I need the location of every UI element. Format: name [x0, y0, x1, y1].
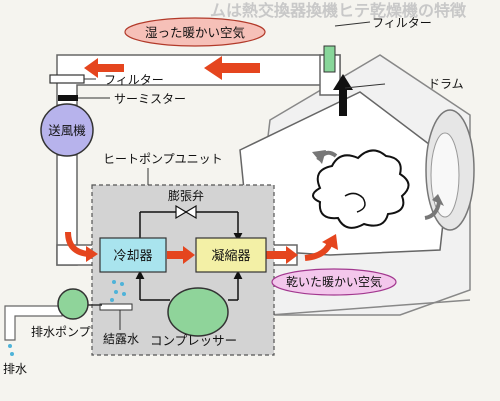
- blower-label: 送風機: [48, 123, 86, 138]
- condensed-water-label: 結露水: [103, 332, 139, 346]
- rotation-arrow-left-head: [312, 150, 326, 164]
- thermistor: [58, 95, 78, 101]
- laundry-icon: [312, 149, 410, 229]
- filter-top: [323, 45, 336, 73]
- compressor: [167, 287, 229, 337]
- expansion-valve-label: 膨張弁: [168, 188, 204, 203]
- drum-leader: [344, 83, 386, 89]
- background-title: ムは熱交換器換機ヒテ乾燥機の特徴: [210, 1, 467, 20]
- expansion-valve-icon: [175, 204, 197, 220]
- drain-drops-icon: [8, 344, 14, 356]
- flow-arrow-down-to-cooler: [65, 231, 98, 262]
- drain-pump-label: 排水ポンプ: [31, 325, 91, 339]
- flow-arrow-condenser-out: [266, 246, 298, 264]
- air-up-arrow-icon: [333, 74, 353, 116]
- dry-air-label: 乾いた暖かい空気: [286, 274, 382, 289]
- drum-label: ドラム: [428, 77, 464, 91]
- humid-air-bubble: [124, 17, 266, 47]
- filter-left-label: フィルター: [104, 73, 164, 87]
- compressor-label: コンプレッサー: [150, 333, 237, 348]
- humid-air-label: 湿った暖かい空気: [145, 25, 245, 40]
- flow-arrow-into-drum: [304, 234, 338, 261]
- condensed-water-tray: [99, 303, 133, 311]
- rotation-arrow-right-icon: [424, 201, 441, 220]
- blower: [40, 103, 94, 157]
- drain-label: 排水: [3, 362, 27, 376]
- dry-air-bubble: [271, 268, 397, 296]
- laundry-icon-inner: [344, 192, 366, 213]
- filter-top-label: フィルター: [372, 16, 432, 30]
- water-drops-icon: [110, 280, 126, 302]
- rotation-arrow-right-head: [432, 194, 444, 206]
- condenser-label: 凝縮器: [211, 248, 250, 264]
- condenser: [195, 237, 267, 273]
- heat-pump-unit-label: ヒートポンプユニット: [103, 152, 223, 166]
- drain-pump: [57, 288, 89, 320]
- filter-top-leader: [334, 21, 371, 27]
- flow-arrow-duct-top: [204, 56, 260, 80]
- flow-arrow-cooler-to-condenser: [167, 246, 195, 264]
- filter-left: [49, 74, 85, 84]
- cooler: [99, 237, 167, 273]
- cooler-label: 冷却器: [113, 249, 152, 264]
- thermistor-label: サーミスター: [114, 92, 186, 106]
- flow-arrow-duct-left: [84, 58, 124, 78]
